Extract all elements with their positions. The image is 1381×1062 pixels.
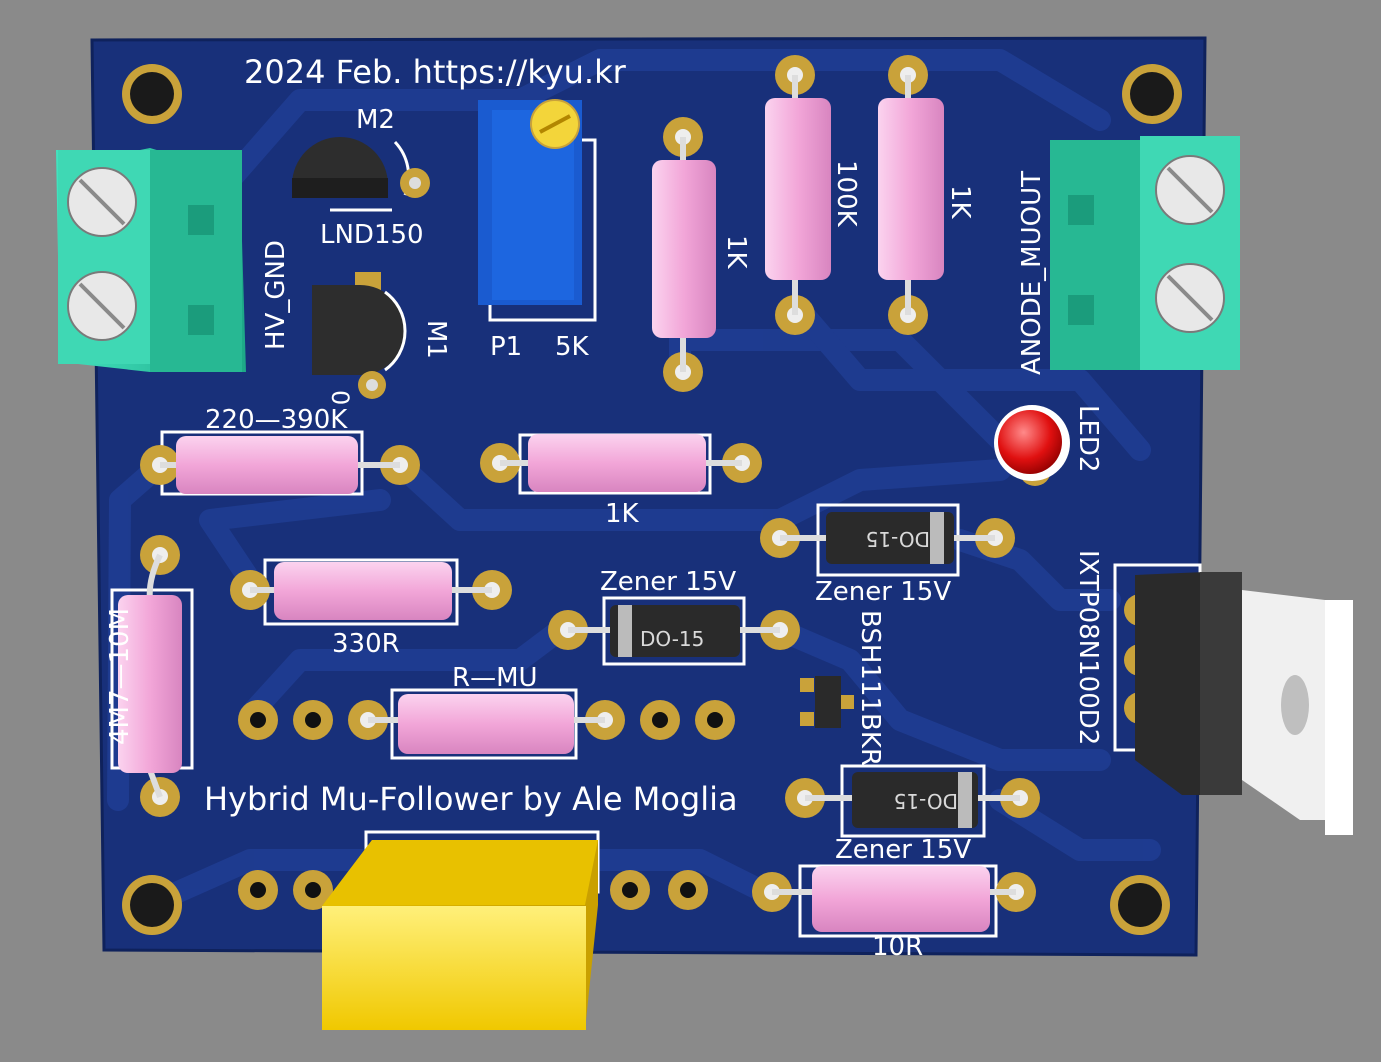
resistor-1k-c [480, 433, 762, 495]
r-mu-label: R—MU [452, 663, 538, 693]
do15-mid-label: DO-15 [640, 627, 704, 651]
mounting-hole-icon [1122, 64, 1182, 124]
r-330r-label: 330R [332, 629, 400, 659]
mosfet-ixtp08n100d2 [1113, 563, 1353, 835]
r-1k-a-label: 1K [721, 235, 751, 270]
mounting-hole-icon [122, 875, 182, 935]
zener-diode-mid: DO-15 [548, 596, 800, 666]
trimmer-p1 [478, 99, 597, 322]
m1-pin-label: 0 [326, 390, 354, 405]
do15-bottom-label: DO-15 [894, 789, 958, 813]
zener-mid-label: Zener 15V [815, 577, 951, 607]
lnd150-label: LND150 [320, 220, 424, 250]
zener-top-label: Zener 15V [600, 567, 736, 597]
r-1k-b-label: 1K [945, 185, 975, 220]
do15-top-label: DO-15 [866, 527, 930, 551]
led-2 [994, 405, 1070, 486]
screw-terminal-icon [1050, 136, 1240, 370]
mounting-hole-icon [1110, 875, 1170, 935]
capacitor-pads [238, 830, 708, 910]
r-10r-label: 10R [872, 932, 923, 962]
mosfet-bsh111bkr [800, 676, 854, 728]
zener-bottom-label: Zener 15V [835, 835, 971, 865]
m2-label: M2 [356, 105, 395, 135]
r-100k-label: 100K [831, 160, 861, 228]
resistor-100k [765, 55, 831, 335]
film-capacitor [322, 840, 598, 1030]
r-4m7-label: 4M7—10M [105, 608, 135, 745]
zener-diode-bottom: DO-15 [785, 764, 1040, 838]
resistor-330r [230, 558, 512, 626]
led2-label: LED2 [1073, 405, 1103, 472]
mounting-hole-icon [122, 64, 182, 124]
hv-gnd-label: HV_GND [261, 240, 291, 350]
zener-diode-top: DO-15 [760, 503, 1015, 577]
resistor-220-390k [140, 430, 420, 496]
transistor-m2 [292, 137, 430, 212]
screw-terminal-icon [56, 148, 246, 372]
copper-traces [107, 49, 1161, 911]
resistor-r-mu [238, 688, 735, 760]
resistor-1k-b [878, 55, 944, 335]
resistor-4m7-10m [110, 535, 194, 817]
resistor-10r [752, 864, 1036, 938]
board-title: Hybrid Mu-Follower by Ale Moglia [204, 780, 738, 818]
r-1k-c-label: 1K [605, 499, 640, 529]
transistor-m1 [312, 272, 407, 399]
header-text: 2024 Feb. https://kyu.kr [244, 53, 627, 91]
r-220-390k-label: 220—390K [205, 405, 348, 435]
anode-muout-label: ANODE_MUOUT [1017, 171, 1047, 375]
m1-label: M1 [421, 320, 451, 359]
resistor-1k-a [652, 117, 716, 392]
bsh111bkr-label: BSH111BKR [855, 610, 885, 766]
p1-label: P1 [490, 332, 522, 362]
p1-value-label: 5K [555, 332, 590, 362]
ixtp08n100d2-label: IXTP08N100D2 [1073, 550, 1103, 745]
